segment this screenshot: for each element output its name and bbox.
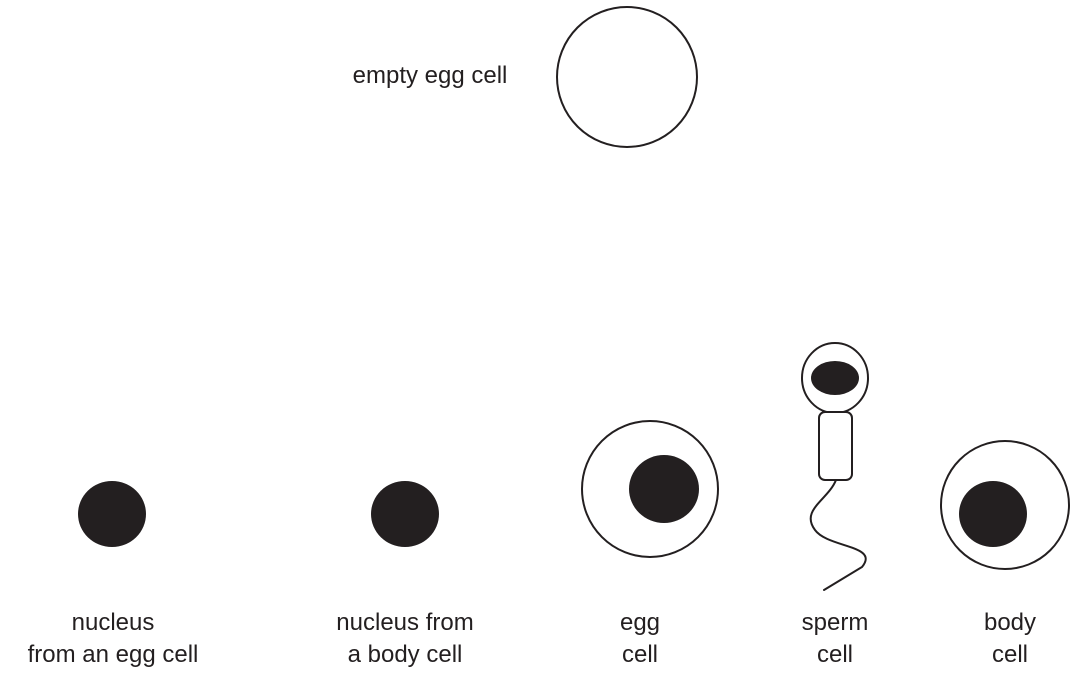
sperm-tail	[811, 480, 866, 590]
label-nucleus-from-body: nucleus from a body cell	[295, 607, 515, 671]
label-nucleus-from-egg-line1: nucleus	[0, 607, 226, 639]
sperm-midpiece	[819, 412, 852, 480]
label-sperm-cell-line1: sperm	[775, 607, 895, 639]
label-sperm-cell: sperm cell	[775, 607, 895, 671]
empty-egg-cell-shape	[557, 7, 697, 147]
egg-cell-nucleus	[629, 455, 699, 523]
label-egg-cell-line1: egg	[580, 607, 700, 639]
label-body-cell: body cell	[945, 607, 1075, 671]
label-body-cell-line2: cell	[945, 639, 1075, 671]
label-body-cell-line1: body	[945, 607, 1075, 639]
label-nucleus-from-body-line2: a body cell	[295, 639, 515, 671]
nucleus-from-body-shape	[371, 481, 439, 547]
label-nucleus-from-body-line1: nucleus from	[295, 607, 515, 639]
sperm-cell-shape	[802, 343, 868, 590]
body-cell-shape	[941, 441, 1069, 569]
label-egg-cell: egg cell	[580, 607, 700, 671]
label-sperm-cell-line2: cell	[775, 639, 895, 671]
sperm-nucleus	[811, 361, 859, 395]
label-empty-egg-cell: empty egg cell	[300, 60, 560, 92]
label-nucleus-from-egg-line2: from an egg cell	[0, 639, 226, 671]
label-empty-egg-cell-text: empty egg cell	[300, 60, 560, 92]
body-cell-nucleus	[959, 481, 1027, 547]
label-egg-cell-line2: cell	[580, 639, 700, 671]
egg-cell-shape	[582, 421, 718, 557]
label-nucleus-from-egg: nucleus from an egg cell	[0, 607, 226, 671]
nucleus-from-egg-shape	[78, 481, 146, 547]
